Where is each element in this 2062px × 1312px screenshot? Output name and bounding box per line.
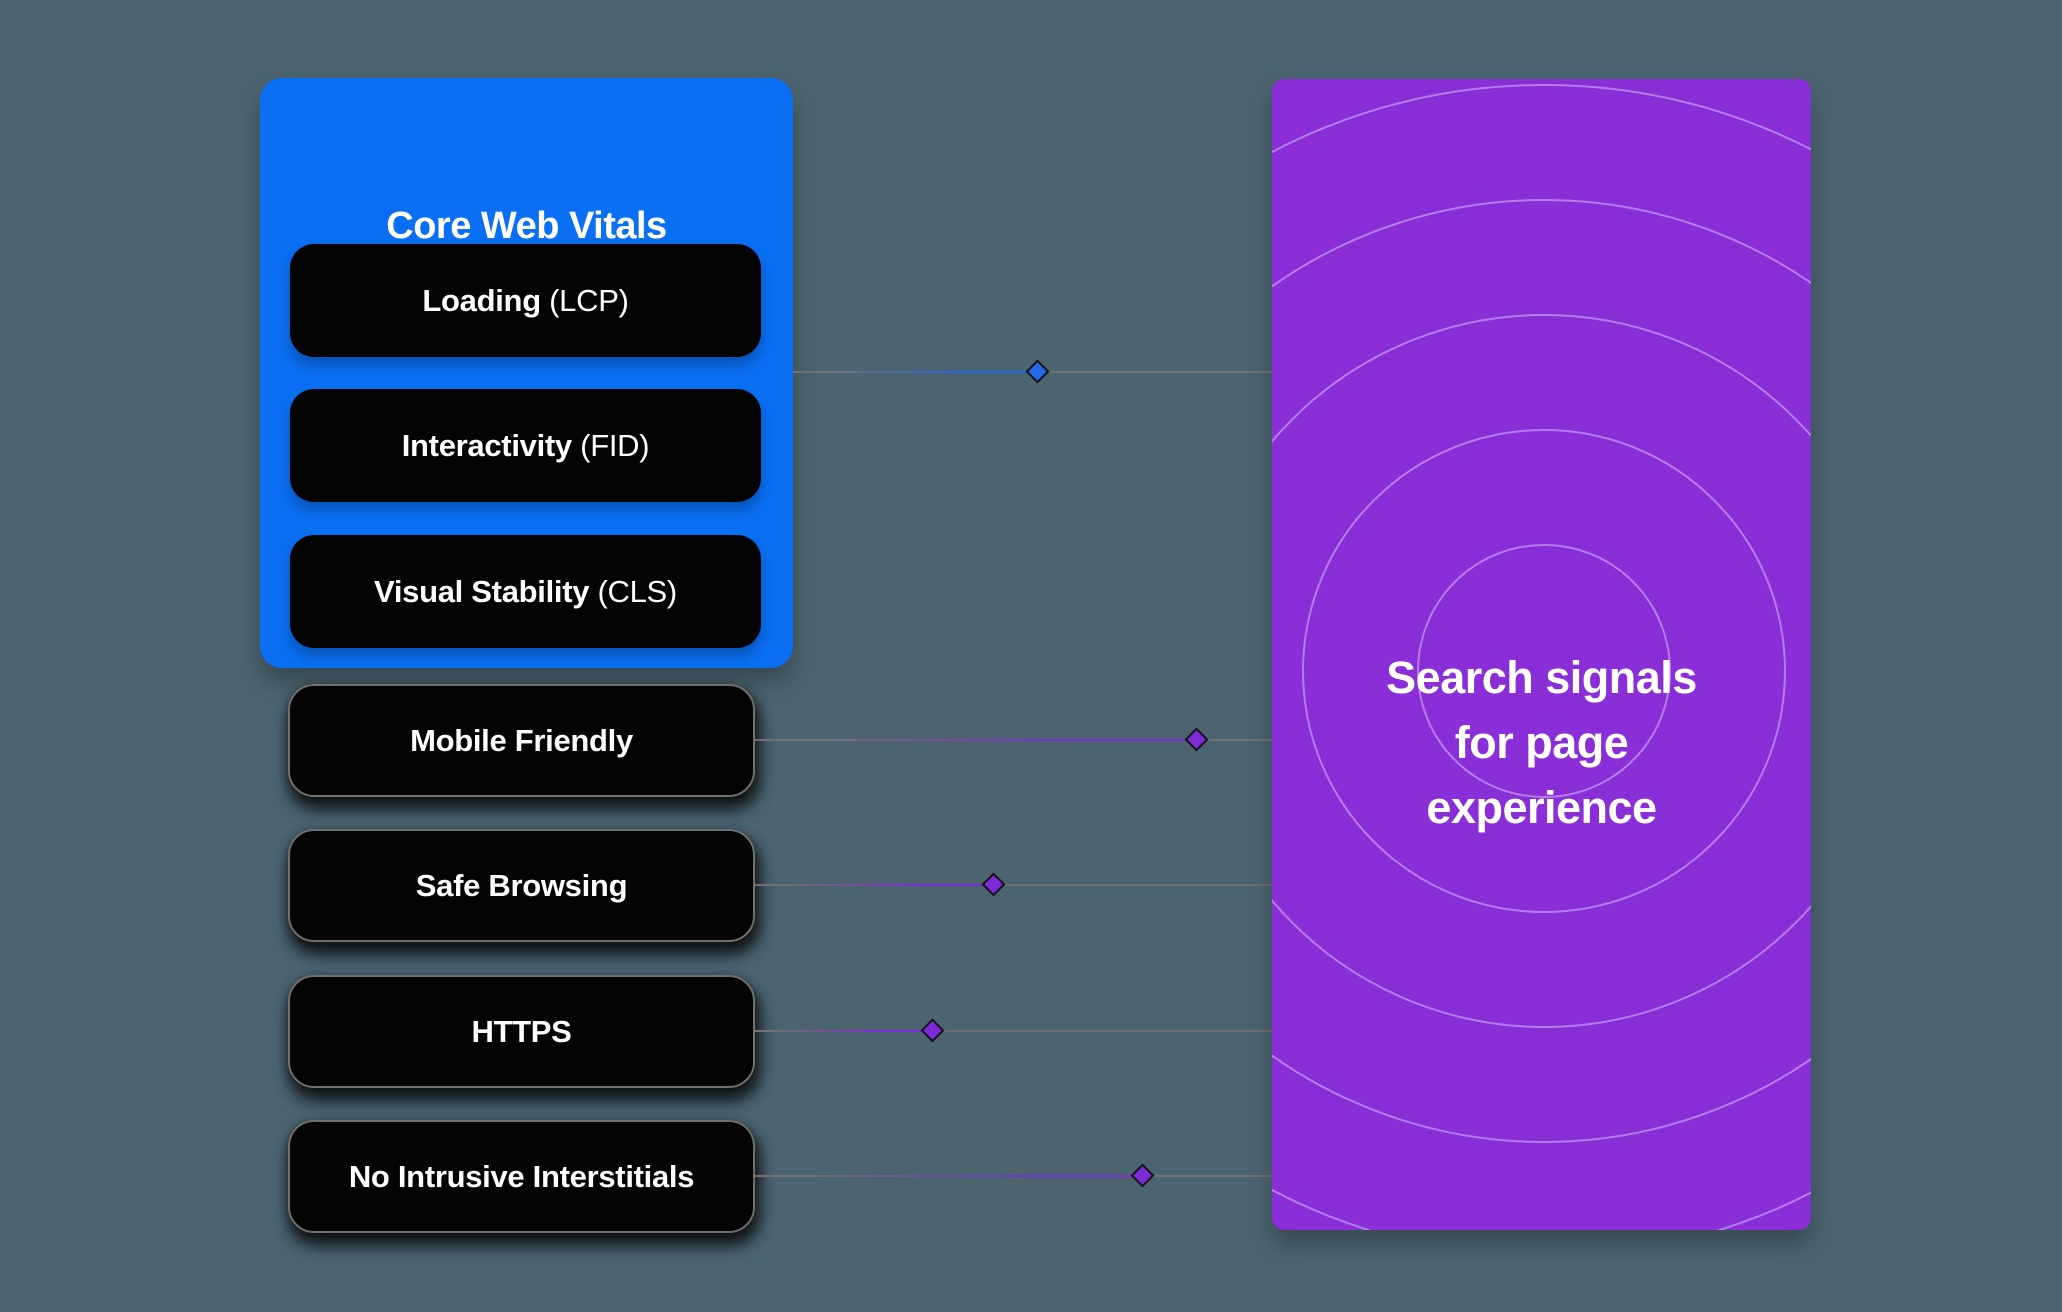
connector-line <box>932 1030 1272 1032</box>
signal-pill: Safe Browsing <box>288 829 755 942</box>
signal-pill-label: HTTPS <box>471 1013 572 1049</box>
signal-pill: No Intrusive Interstitials <box>288 1120 755 1233</box>
connector-line <box>755 1030 932 1032</box>
metric-pill-label: Visual Stability (CLS) <box>374 573 677 609</box>
metric-pill-label: Interactivity (FID) <box>401 427 650 463</box>
core-web-vitals-title: Core Web Vitals <box>386 205 667 247</box>
core-web-vitals-panel: Core Web Vitals Loading (LCP) Interactivi… <box>260 78 793 668</box>
connector-diamond <box>1025 359 1050 384</box>
metric-pill: Interactivity (FID) <box>290 389 761 502</box>
metric-pill: Loading (LCP) <box>290 244 761 357</box>
signal-pill-label: Safe Browsing <box>415 867 628 903</box>
metric-pill-label: Loading (LCP) <box>422 282 629 318</box>
signal-pill-label: Mobile Friendly <box>410 722 633 758</box>
connector-line <box>793 371 1037 373</box>
ripple-circle <box>1272 84 1811 1230</box>
connector-diamond <box>920 1018 945 1043</box>
connector-line <box>1196 739 1272 741</box>
signal-pill-label: No Intrusive Interstitials <box>348 1158 695 1194</box>
connector-diamond <box>1184 727 1209 752</box>
connector-line <box>755 884 993 886</box>
connector-line <box>1142 1175 1272 1177</box>
signal-pill: Mobile Friendly <box>288 684 755 797</box>
connector-line <box>993 884 1272 886</box>
metric-pill: Visual Stability (CLS) <box>290 535 761 648</box>
connector-diamond <box>981 872 1006 897</box>
connector-line <box>755 739 1196 741</box>
connector-line <box>755 1175 1142 1177</box>
signal-pill: HTTPS <box>288 975 755 1088</box>
connector-diamond <box>1130 1163 1155 1188</box>
connector-line <box>1037 371 1272 373</box>
